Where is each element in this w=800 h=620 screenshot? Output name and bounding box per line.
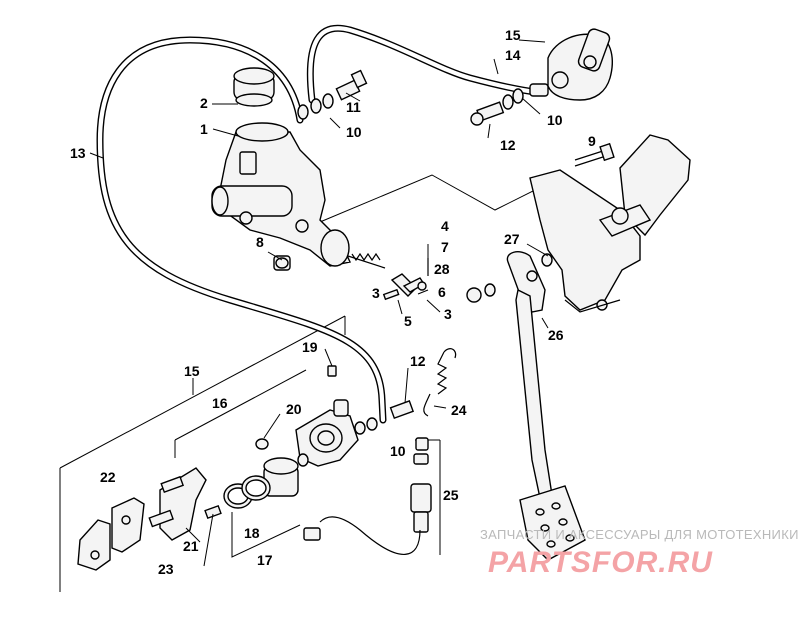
bolt-9: [574, 142, 615, 167]
label-22: 22: [100, 469, 116, 485]
label-15b: 15: [184, 363, 200, 379]
label-9: 9: [588, 133, 596, 149]
label-10b: 10: [547, 112, 563, 128]
banjo-bolt-12-top: [470, 101, 505, 126]
watermark-logo: PARTSFOR.RU: [488, 546, 713, 579]
label-8: 8: [256, 234, 264, 250]
brake-pads: [77, 497, 145, 571]
slave-cylinder-lower: [295, 399, 378, 467]
label-10c: 10: [390, 443, 406, 459]
label-4: 4: [441, 218, 449, 234]
brake-switch: [303, 437, 432, 555]
reservoir-cap: [233, 67, 275, 107]
bolt-8: [273, 255, 291, 271]
leader-lines: [89, 39, 549, 567]
label-19: 19: [302, 339, 318, 355]
part-labels: 2 1 13 10 11 10 12 15 14 9 8 4 7 28 6 3 …: [70, 27, 596, 577]
watermark: ЗАПЧАСТИ И АКСЕССУАРЫ ДЛЯ МОТОТЕХНИКИ PA…: [480, 527, 799, 579]
label-3b: 3: [444, 306, 452, 322]
washer-28: [466, 283, 496, 303]
watermark-caption: ЗАПЧАСТИ И АКСЕССУАРЫ ДЛЯ МОТОТЕХНИКИ: [480, 527, 799, 542]
label-26: 26: [548, 327, 564, 343]
label-6: 6: [438, 284, 446, 300]
label-27: 27: [504, 231, 520, 247]
label-12b: 12: [410, 353, 426, 369]
banjo-bolt-12-lower: [389, 400, 415, 420]
label-17: 17: [257, 552, 273, 568]
label-10a: 10: [346, 124, 362, 140]
label-21: 21: [183, 538, 199, 554]
label-11: 11: [346, 99, 361, 115]
label-28: 28: [434, 261, 450, 277]
caliper-bracket: [148, 467, 222, 541]
label-1: 1: [200, 121, 208, 137]
label-5: 5: [404, 313, 412, 329]
clevis-assembly: [382, 258, 429, 301]
label-7: 7: [441, 239, 449, 255]
callout-frames: [59, 174, 556, 592]
washer-27: [541, 253, 553, 267]
master-cylinder: [211, 122, 386, 269]
washer-20: [255, 438, 269, 450]
label-2: 2: [200, 95, 208, 111]
label-15a: 15: [505, 27, 521, 43]
slave-cylinder-top: [529, 28, 613, 101]
piston-17: [263, 457, 299, 497]
label-14: 14: [505, 47, 521, 63]
hose-14: [306, 24, 539, 104]
seals-18: [223, 475, 271, 509]
label-18: 18: [244, 525, 260, 541]
washers-top: [297, 88, 524, 120]
label-3a: 3: [372, 285, 380, 301]
label-24: 24: [451, 402, 467, 418]
return-spring: [423, 348, 457, 417]
pedal-bracket: [529, 134, 691, 313]
label-20: 20: [286, 401, 302, 417]
bleeder-19: [327, 365, 337, 377]
label-12a: 12: [500, 137, 516, 153]
hose-13: [96, 36, 387, 424]
banjo-bolt-11: [335, 69, 368, 101]
label-13: 13: [70, 145, 86, 161]
brake-pedal: [506, 251, 586, 561]
label-16: 16: [212, 395, 228, 411]
label-25: 25: [443, 487, 459, 503]
label-23: 23: [158, 561, 174, 577]
